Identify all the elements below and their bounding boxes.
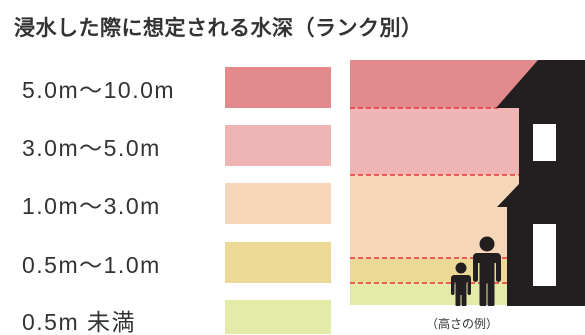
rank-row-4: 0.5m～1.0m bbox=[0, 242, 340, 283]
rank-label: 1.0m～3.0m bbox=[22, 193, 161, 219]
adult-right-arm bbox=[496, 256, 501, 282]
rank-label: 0.5m 未満 bbox=[22, 309, 137, 335]
rank-swatch bbox=[225, 183, 331, 224]
adult-left-leg bbox=[479, 281, 487, 306]
adult-left-arm bbox=[473, 256, 478, 282]
adult-head bbox=[479, 236, 495, 252]
adult-torso bbox=[479, 253, 495, 283]
child-person-icon bbox=[451, 262, 471, 306]
child-left-arm bbox=[451, 277, 455, 295]
rank-row-3: 1.0m～3.0m bbox=[0, 183, 340, 224]
rank-row-5: 0.5m 未満 bbox=[0, 300, 340, 334]
rank-label: 0.5m～1.0m bbox=[22, 252, 161, 278]
house-window-lower bbox=[533, 224, 556, 286]
house-window-upper bbox=[533, 124, 556, 161]
rank-label: 3.0m～5.0m bbox=[22, 135, 161, 161]
child-right-arm bbox=[467, 277, 471, 295]
house-icon bbox=[496, 60, 585, 306]
depth-band-rank-2 bbox=[350, 108, 550, 175]
rank-swatch bbox=[225, 300, 331, 334]
depth-illustration bbox=[350, 60, 585, 306]
adult-person-icon bbox=[473, 236, 501, 306]
illustration-caption: （高さの例） bbox=[426, 317, 499, 331]
child-torso bbox=[455, 275, 467, 295]
rank-row-1: 5.0m～10.0m bbox=[0, 67, 340, 108]
rank-label: 5.0m～10.0m bbox=[22, 77, 176, 103]
house-silhouette bbox=[496, 60, 585, 306]
rank-swatch bbox=[225, 67, 331, 108]
adult-right-leg bbox=[487, 281, 495, 306]
rank-swatch bbox=[225, 125, 331, 166]
page-title: 浸水した際に想定される水深（ランク別） bbox=[14, 17, 423, 40]
rank-swatch bbox=[225, 242, 331, 283]
rank-row-2: 3.0m～5.0m bbox=[0, 125, 340, 166]
depth-band-rank-5 bbox=[350, 283, 550, 305]
child-head bbox=[455, 262, 467, 274]
child-left-leg bbox=[455, 293, 461, 306]
child-right-leg bbox=[461, 293, 467, 306]
